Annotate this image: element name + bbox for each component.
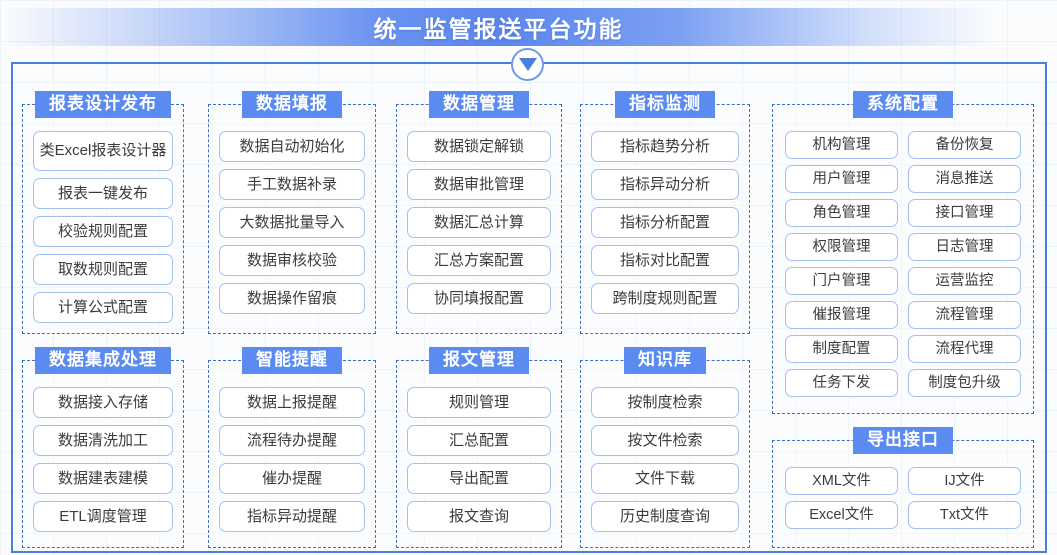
item-data-integrate-0[interactable]: 数据接入存储 xyxy=(33,387,173,418)
item-sys-config-8[interactable]: 门户管理 xyxy=(785,267,898,295)
page-title-banner: 统一监管报送平台功能 xyxy=(6,8,991,46)
group-data-integration: 数据集成处理 数据接入存储 数据清洗加工 数据建表建模 ETL调度管理 xyxy=(22,347,184,548)
group-title-message-management: 报文管理 xyxy=(429,347,529,374)
group-title-system-config: 系统配置 xyxy=(853,91,953,118)
triangle-down-glyph xyxy=(518,58,537,71)
item-sys-config-14[interactable]: 任务下发 xyxy=(785,369,898,397)
item-data-integrate-1[interactable]: 数据清洗加工 xyxy=(33,425,173,456)
group-items-data-fill: 数据自动初始化 手工数据补录 大数据批量导入 数据审核校验 数据操作留痕 xyxy=(209,127,375,327)
item-sys-config-3[interactable]: 消息推送 xyxy=(908,165,1021,193)
item-data-manage-1[interactable]: 数据审批管理 xyxy=(407,169,551,200)
item-data-manage-3[interactable]: 汇总方案配置 xyxy=(407,245,551,276)
group-items-system-config: 机构管理 备份恢复 用户管理 消息推送 角色管理 接口管理 权限管理 日志管理 … xyxy=(773,127,1033,407)
item-export-2[interactable]: Excel文件 xyxy=(785,501,898,529)
item-smart-remind-1[interactable]: 流程待办提醒 xyxy=(219,425,365,456)
item-sys-config-6[interactable]: 权限管理 xyxy=(785,233,898,261)
triangle-down-icon xyxy=(511,48,544,81)
group-items-message-management: 规则管理 汇总配置 导出配置 报文查询 xyxy=(397,383,561,541)
group-data-manage: 数据管理 数据锁定解锁 数据审批管理 数据汇总计算 汇总方案配置 协同填报配置 xyxy=(396,91,562,334)
item-sys-config-4[interactable]: 角色管理 xyxy=(785,199,898,227)
group-items-report-design: 类Excel报表设计器 报表一键发布 校验规则配置 取数规则配置 计算公式配置 xyxy=(23,127,183,327)
item-indicator-4[interactable]: 跨制度规则配置 xyxy=(591,283,739,314)
group-title-data-integration: 数据集成处理 xyxy=(35,347,171,374)
item-knowledge-1[interactable]: 按文件检索 xyxy=(591,425,739,456)
group-message-management: 报文管理 规则管理 汇总配置 导出配置 报文查询 xyxy=(396,347,562,548)
group-items-data-integration: 数据接入存储 数据清洗加工 数据建表建模 ETL调度管理 xyxy=(23,383,183,541)
group-title-smart-reminder: 智能提醒 xyxy=(242,347,342,374)
item-message-manage-1[interactable]: 汇总配置 xyxy=(407,425,551,456)
item-sys-config-11[interactable]: 流程管理 xyxy=(908,301,1021,329)
item-indicator-2[interactable]: 指标分析配置 xyxy=(591,207,739,238)
diagram-frame xyxy=(11,62,1047,553)
group-report-design: 报表设计发布 类Excel报表设计器 报表一键发布 校验规则配置 取数规则配置 … xyxy=(22,91,184,334)
item-export-1[interactable]: IJ文件 xyxy=(908,467,1021,495)
item-data-manage-0[interactable]: 数据锁定解锁 xyxy=(407,131,551,162)
item-sys-config-0[interactable]: 机构管理 xyxy=(785,131,898,159)
group-items-data-manage: 数据锁定解锁 数据审批管理 数据汇总计算 汇总方案配置 协同填报配置 xyxy=(397,127,561,327)
item-message-manage-2[interactable]: 导出配置 xyxy=(407,463,551,494)
item-data-fill-3[interactable]: 数据审核校验 xyxy=(219,245,365,276)
group-items-smart-reminder: 数据上报提醒 流程待办提醒 催办提醒 指标异动提醒 xyxy=(209,383,375,541)
item-report-design-0[interactable]: 类Excel报表设计器 xyxy=(33,131,173,171)
item-data-fill-2[interactable]: 大数据批量导入 xyxy=(219,207,365,238)
group-title-knowledge-base: 知识库 xyxy=(624,347,706,374)
item-data-fill-0[interactable]: 数据自动初始化 xyxy=(219,131,365,162)
item-data-fill-1[interactable]: 手工数据补录 xyxy=(219,169,365,200)
item-knowledge-0[interactable]: 按制度检索 xyxy=(591,387,739,418)
item-data-integrate-2[interactable]: 数据建表建模 xyxy=(33,463,173,494)
item-report-design-1[interactable]: 报表一键发布 xyxy=(33,178,173,209)
item-sys-config-1[interactable]: 备份恢复 xyxy=(908,131,1021,159)
item-sys-config-2[interactable]: 用户管理 xyxy=(785,165,898,193)
item-data-integrate-3[interactable]: ETL调度管理 xyxy=(33,501,173,532)
group-system-config: 系统配置 机构管理 备份恢复 用户管理 消息推送 角色管理 接口管理 权限管理 … xyxy=(772,91,1034,414)
group-indicator-monitor: 指标监测 指标趋势分析 指标异动分析 指标分析配置 指标对比配置 跨制度规则配置 xyxy=(580,91,750,334)
item-sys-config-13[interactable]: 流程代理 xyxy=(908,335,1021,363)
item-indicator-3[interactable]: 指标对比配置 xyxy=(591,245,739,276)
item-message-manage-0[interactable]: 规则管理 xyxy=(407,387,551,418)
item-smart-remind-0[interactable]: 数据上报提醒 xyxy=(219,387,365,418)
item-smart-remind-2[interactable]: 催办提醒 xyxy=(219,463,365,494)
item-smart-remind-3[interactable]: 指标异动提醒 xyxy=(219,501,365,532)
item-data-manage-2[interactable]: 数据汇总计算 xyxy=(407,207,551,238)
item-sys-config-9[interactable]: 运营监控 xyxy=(908,267,1021,295)
group-title-data-fill: 数据填报 xyxy=(242,91,342,118)
item-report-design-2[interactable]: 校验规则配置 xyxy=(33,216,173,247)
group-items-indicator-monitor: 指标趋势分析 指标异动分析 指标分析配置 指标对比配置 跨制度规则配置 xyxy=(581,127,749,327)
group-title-data-manage: 数据管理 xyxy=(429,91,529,118)
item-sys-config-10[interactable]: 催报管理 xyxy=(785,301,898,329)
item-knowledge-2[interactable]: 文件下载 xyxy=(591,463,739,494)
item-message-manage-3[interactable]: 报文查询 xyxy=(407,501,551,532)
item-sys-config-5[interactable]: 接口管理 xyxy=(908,199,1021,227)
item-sys-config-12[interactable]: 制度配置 xyxy=(785,335,898,363)
item-report-design-3[interactable]: 取数规则配置 xyxy=(33,254,173,285)
item-report-design-4[interactable]: 计算公式配置 xyxy=(33,292,173,323)
group-knowledge-base: 知识库 按制度检索 按文件检索 文件下载 历史制度查询 xyxy=(580,347,750,548)
group-items-knowledge-base: 按制度检索 按文件检索 文件下载 历史制度查询 xyxy=(581,383,749,541)
group-export-interface: 导出接口 XML文件 IJ文件 Excel文件 Txt文件 xyxy=(772,427,1034,548)
item-sys-config-15[interactable]: 制度包升级 xyxy=(908,369,1021,397)
group-data-fill: 数据填报 数据自动初始化 手工数据补录 大数据批量导入 数据审核校验 数据操作留… xyxy=(208,91,376,334)
item-export-3[interactable]: Txt文件 xyxy=(908,501,1021,529)
item-data-fill-4[interactable]: 数据操作留痕 xyxy=(219,283,365,314)
group-smart-reminder: 智能提醒 数据上报提醒 流程待办提醒 催办提醒 指标异动提醒 xyxy=(208,347,376,548)
page-title: 统一监管报送平台功能 xyxy=(373,16,624,42)
item-sys-config-7[interactable]: 日志管理 xyxy=(908,233,1021,261)
item-indicator-0[interactable]: 指标趋势分析 xyxy=(591,131,739,162)
item-indicator-1[interactable]: 指标异动分析 xyxy=(591,169,739,200)
item-export-0[interactable]: XML文件 xyxy=(785,467,898,495)
group-title-indicator-monitor: 指标监测 xyxy=(615,91,715,118)
item-knowledge-3[interactable]: 历史制度查询 xyxy=(591,501,739,532)
group-title-export-interface: 导出接口 xyxy=(853,427,953,454)
group-title-report-design: 报表设计发布 xyxy=(35,91,171,118)
item-data-manage-4[interactable]: 协同填报配置 xyxy=(407,283,551,314)
group-items-export-interface: XML文件 IJ文件 Excel文件 Txt文件 xyxy=(773,463,1033,541)
